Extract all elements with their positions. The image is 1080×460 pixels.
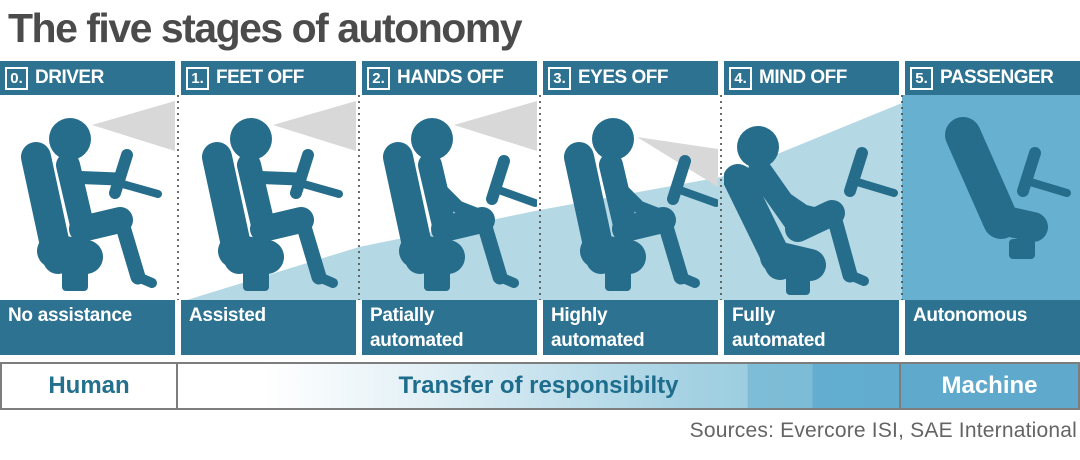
machine-label: Machine xyxy=(899,364,1078,408)
caption-line: No assistance xyxy=(8,305,132,326)
steering-wheel-icon xyxy=(844,147,898,197)
caption-line: Assisted xyxy=(189,305,266,326)
vision-cone-icon xyxy=(92,101,175,151)
caption-partially-automated: Patially automated xyxy=(362,300,537,355)
driver-icon xyxy=(411,118,519,288)
seat-icon xyxy=(383,142,465,291)
stage-header-passenger: 5. PASSENGER xyxy=(905,61,1080,95)
steering-wheel-icon xyxy=(1017,147,1071,197)
stage-2-figure xyxy=(383,101,537,291)
vision-cone-icon xyxy=(454,101,537,151)
caption-line: Autonomous xyxy=(913,305,1028,326)
empty-seat-icon xyxy=(945,117,1048,259)
stage-header-hands-off: 2. HANDS OFF xyxy=(362,61,537,95)
stage-number-badge: 1. xyxy=(186,66,209,90)
sources-credit: Sources: Evercore ISI, SAE International xyxy=(689,419,1077,442)
stage-number-badge: 2. xyxy=(367,66,390,90)
column-separators xyxy=(177,95,903,300)
stage-header-label: DRIVER xyxy=(35,67,104,88)
seat-icon xyxy=(202,142,284,291)
seat-icon xyxy=(724,164,826,295)
caption-line: automated xyxy=(370,330,464,351)
stage-header-label: HANDS OFF xyxy=(397,67,504,88)
vision-cone-icon xyxy=(637,137,718,187)
steering-wheel-icon xyxy=(486,155,537,207)
stage-3-figure xyxy=(564,118,718,291)
stage-0-figure xyxy=(21,101,175,291)
stage-number-badge: 0. xyxy=(5,66,28,90)
steering-wheel-icon xyxy=(109,149,162,199)
seat-icon xyxy=(21,142,103,291)
stage-header-row: 0. DRIVER 1. FEET OFF 2. HANDS OFF 3. EY… xyxy=(0,61,1080,95)
stage-4-figure xyxy=(724,126,898,295)
caption-fully-automated: Fully automated xyxy=(724,300,899,355)
caption-line: Fully xyxy=(732,305,775,326)
caption-highly-automated: Highly automated xyxy=(543,300,718,355)
driver-icon xyxy=(49,118,157,288)
sleeping-passenger-icon xyxy=(737,126,869,286)
caption-line: Patially xyxy=(370,305,435,326)
stage-header-label: PASSENGER xyxy=(940,67,1054,88)
stage-header-label: FEET OFF xyxy=(216,67,304,88)
responsibility-wedge xyxy=(187,103,902,300)
stage-1-figure xyxy=(202,101,356,291)
autonomy-infographic: The five stages of autonomy 0. DRIVER 1.… xyxy=(0,3,1080,460)
stage-header-mind-off: 4. MIND OFF xyxy=(724,61,899,95)
caption-no-assistance: No assistance xyxy=(0,300,175,355)
figure-band xyxy=(0,95,1080,300)
stage-number-badge: 3. xyxy=(548,66,571,90)
vision-cone-icon xyxy=(273,101,356,151)
caption-autonomous: Autonomous xyxy=(905,300,1080,355)
caption-assisted: Assisted xyxy=(181,300,356,355)
driver-icon xyxy=(592,118,700,288)
stage-header-driver: 0. DRIVER xyxy=(0,61,175,95)
page-title: The five stages of autonomy xyxy=(8,5,523,51)
responsibility-bar: Human Transfer of responsibilty Machine xyxy=(0,362,1080,410)
steering-wheel-icon xyxy=(290,149,343,199)
figure-band-graphic xyxy=(21,95,1080,300)
driver-icon xyxy=(230,118,338,288)
stage-caption-row: No assistance Assisted Patially automate… xyxy=(0,300,1080,355)
stage-header-label: EYES OFF xyxy=(578,67,668,88)
seat-icon xyxy=(564,142,646,291)
caption-line: Highly xyxy=(551,305,608,326)
caption-line: automated xyxy=(551,330,645,351)
steering-wheel-icon xyxy=(667,155,718,207)
human-label: Human xyxy=(2,364,178,408)
stage-header-label: MIND OFF xyxy=(759,67,847,88)
transfer-of-responsibility-label: Transfer of responsibilty xyxy=(178,364,899,408)
stage-number-badge: 5. xyxy=(910,66,933,90)
caption-line: automated xyxy=(732,330,826,351)
stage-header-eyes-off: 3. EYES OFF xyxy=(543,61,718,95)
stage-number-badge: 4. xyxy=(729,66,752,90)
stage-header-feet-off: 1. FEET OFF xyxy=(181,61,356,95)
stage-5-figure xyxy=(945,117,1071,259)
